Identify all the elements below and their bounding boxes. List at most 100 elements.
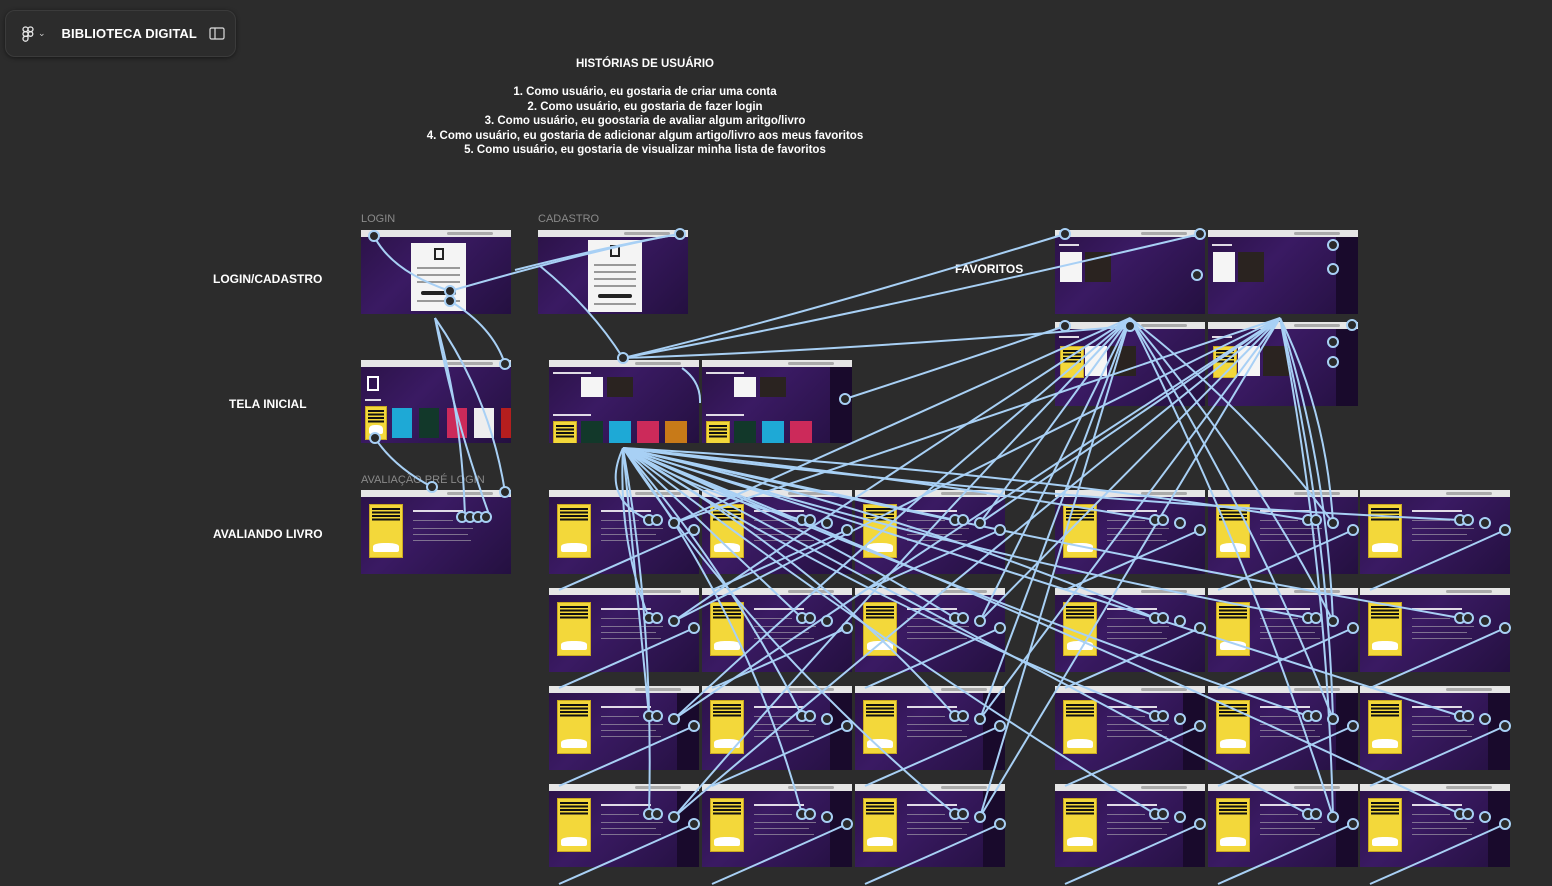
frame-home-logged-menu[interactable] [702, 360, 852, 443]
connection-line [681, 367, 702, 404]
connection-node [444, 285, 456, 297]
connection-line [622, 447, 1461, 717]
frame-cadastro[interactable] [538, 230, 688, 314]
story-item: 3. Como usuário, eu goostaria de avaliar… [484, 115, 806, 128]
connection-node [499, 486, 511, 498]
connection-node [1479, 811, 1491, 823]
connection-node [1347, 720, 1359, 732]
connection-node [1157, 612, 1169, 624]
connection-line [711, 529, 848, 591]
connection-node [841, 524, 853, 536]
connection-line [558, 725, 695, 787]
frame-label-login[interactable]: LOGIN [361, 213, 396, 225]
connection-node [1310, 514, 1322, 526]
connection-line [1064, 823, 1201, 885]
connection-node [1499, 818, 1511, 830]
connection-node [668, 811, 680, 823]
connection-line [1129, 317, 1334, 720]
connection-node [994, 622, 1006, 634]
user-stories: HISTÓRIAS DE USUÁRIO 1. Como usuário, eu… [400, 57, 890, 157]
connection-node [688, 524, 700, 536]
frame-rating[interactable] [1055, 686, 1205, 770]
connection-node [1462, 612, 1474, 624]
frame-rating[interactable] [855, 784, 1005, 867]
frame-rating[interactable] [1360, 588, 1510, 672]
frame-rating[interactable] [1360, 490, 1510, 574]
frame-rating[interactable] [1055, 588, 1205, 672]
connection-node [688, 720, 700, 732]
connection-node [974, 517, 986, 529]
section-label-login-cadastro: LOGIN/CADASTRO [213, 272, 323, 286]
connection-line [622, 447, 1461, 815]
story-item: 2. Como usuário, eu gostaria de fazer lo… [527, 100, 763, 113]
connection-node [974, 713, 986, 725]
connection-node [821, 811, 833, 823]
frame-rating[interactable] [549, 784, 699, 867]
connection-node [668, 713, 680, 725]
connection-line [558, 823, 695, 885]
connection-line [622, 447, 650, 717]
connection-node [841, 720, 853, 732]
connection-line [622, 447, 956, 815]
connection-line [622, 447, 651, 815]
connection-line [539, 265, 624, 359]
frame-favorites-1[interactable] [1055, 230, 1205, 314]
connection-line [711, 823, 848, 885]
story-item: 4. Como usuário, eu gostaria de adiciona… [426, 129, 864, 142]
connection-node [1157, 514, 1169, 526]
frame-rating[interactable] [702, 588, 852, 672]
connection-line [864, 627, 1001, 689]
connection-node [804, 710, 816, 722]
chevron-down-icon[interactable]: ⌄ [38, 28, 46, 38]
connection-node [1479, 713, 1491, 725]
connection-line [622, 447, 1156, 815]
connection-line [1279, 317, 1334, 524]
connection-node [668, 517, 680, 529]
connection-node [1174, 615, 1186, 627]
file-title[interactable]: BIBLIOTECA DIGITAL [61, 26, 197, 41]
frame-rating[interactable] [549, 686, 699, 770]
section-label-favoritos: FAVORITOS [955, 262, 1024, 276]
connection-node [651, 710, 663, 722]
connection-node [1174, 811, 1186, 823]
frame-home-logged[interactable] [549, 360, 699, 443]
connection-node [651, 612, 663, 624]
frame-rating[interactable] [1360, 784, 1510, 867]
connection-node [821, 615, 833, 627]
connection-line [622, 447, 1461, 521]
connection-line [558, 529, 695, 591]
figma-logo-icon[interactable] [22, 25, 34, 42]
connection-line [979, 317, 1281, 720]
connection-node [1327, 336, 1339, 348]
connection-node [994, 524, 1006, 536]
connection-node [1327, 713, 1339, 725]
connection-node [841, 622, 853, 634]
connection-node [688, 622, 700, 634]
connection-node [688, 818, 700, 830]
connection-node [617, 352, 629, 364]
connection-line [673, 317, 1281, 524]
connection-line [622, 447, 803, 717]
connection-line [673, 317, 1131, 720]
connection-node [1462, 808, 1474, 820]
connection-node [804, 808, 816, 820]
connection-node [994, 720, 1006, 732]
connection-line [864, 823, 1001, 885]
frame-login[interactable] [361, 230, 511, 314]
connection-line [374, 437, 433, 488]
frame-rating[interactable] [549, 588, 699, 672]
connection-line [622, 447, 803, 619]
connection-node [1194, 228, 1206, 240]
frame-rating-pre-login[interactable] [361, 490, 511, 574]
connection-node [1194, 720, 1206, 732]
frame-label-cadastro[interactable]: CADASTRO [538, 213, 600, 225]
connection-line [673, 317, 1281, 818]
connection-node [1059, 320, 1071, 332]
frame-label-avaliacao[interactable]: AVALIAÇÃO PRÉ LOGIN [361, 474, 485, 486]
frame-rating[interactable] [1360, 686, 1510, 770]
connection-line [1279, 317, 1334, 622]
connection-line [1369, 529, 1506, 591]
sidebar-panel-icon[interactable] [209, 27, 225, 40]
frame-rating[interactable] [702, 784, 852, 867]
stories-title: HISTÓRIAS DE USUÁRIO [575, 58, 714, 70]
